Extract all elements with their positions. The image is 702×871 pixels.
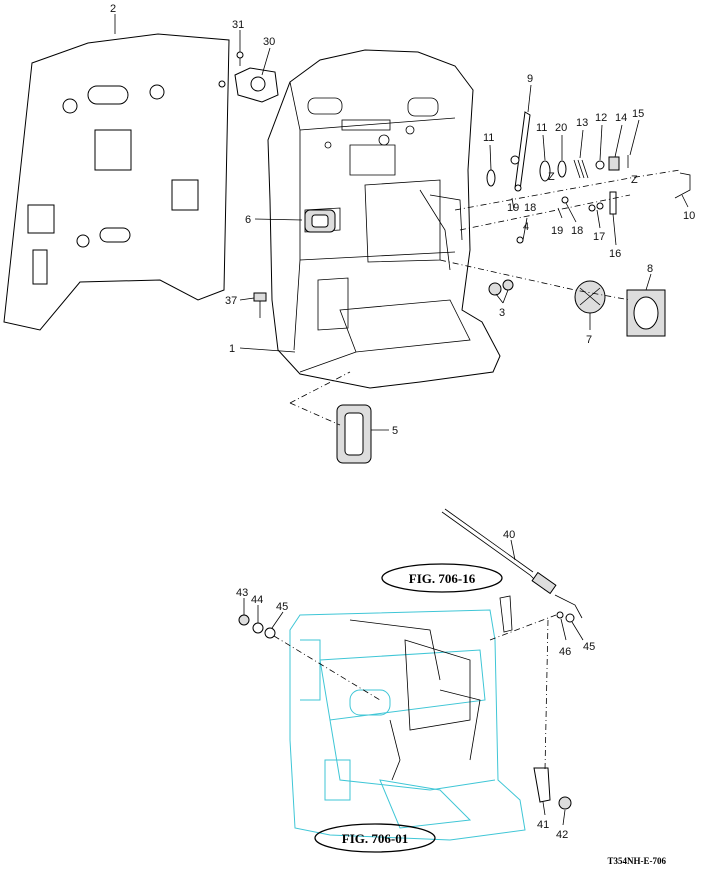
main-frame-1	[267, 49, 501, 389]
callout-11-b: 11	[536, 122, 547, 134]
lever-9	[514, 111, 531, 191]
callout-13: 13	[576, 117, 588, 129]
callout-45-b: 45	[583, 641, 595, 653]
clevis-16	[609, 191, 617, 215]
callout-9: 9	[527, 73, 533, 85]
nut-14	[608, 156, 620, 171]
bolt-42	[558, 796, 572, 810]
washer-44	[252, 622, 264, 634]
cable-40	[441, 508, 583, 619]
callout-20: 20	[555, 122, 567, 134]
callout-31: 31	[232, 19, 244, 31]
figure-code: T354NH-E-706	[608, 856, 667, 866]
pin-17-b	[596, 202, 604, 210]
reference-oval-706-16	[381, 563, 503, 593]
callout-16: 16	[609, 248, 621, 260]
bolt-37	[253, 292, 267, 318]
insulation-panel-2	[3, 33, 230, 331]
callout-11-a: 11	[483, 132, 494, 144]
lever-path	[544, 619, 549, 771]
callout-8: 8	[647, 263, 653, 275]
callout-6: 6	[245, 214, 251, 226]
cotter-19	[511, 197, 515, 211]
reference-frame-outline	[289, 609, 526, 841]
callout-12: 12	[595, 112, 607, 124]
bracket-fig-706-16	[499, 595, 513, 633]
callout-z-a: Z	[548, 171, 555, 183]
callout-45-a: 45	[276, 601, 288, 613]
washer-45-a	[264, 627, 276, 639]
callout-10: 10	[683, 210, 695, 222]
callout-41: 41	[537, 819, 549, 831]
rod-path-z-lower	[459, 194, 631, 231]
callout-42: 42	[556, 829, 568, 841]
bushing-3-a	[488, 282, 502, 296]
callout-3: 3	[499, 307, 505, 319]
bracket-30	[218, 51, 279, 103]
callout-44: 44	[251, 594, 263, 606]
rod-path-z-upper	[454, 169, 681, 211]
leader-lines	[114, 14, 689, 826]
callout-40: 40	[503, 529, 515, 541]
callout-4: 4	[523, 221, 529, 233]
nut-12	[595, 160, 605, 170]
callout-1: 1	[229, 343, 235, 355]
callout-2: 2	[110, 3, 116, 15]
callout-37: 37	[225, 295, 237, 307]
washer-18	[561, 196, 569, 204]
callout-14: 14	[615, 112, 627, 124]
callout-z-b: Z	[631, 174, 638, 186]
washer-18-b	[514, 184, 522, 192]
callout-15: 15	[632, 108, 644, 120]
lever-41	[533, 767, 551, 803]
washer-11-b	[539, 160, 551, 182]
callout-7: 7	[586, 334, 592, 346]
pin-17-a	[588, 204, 596, 212]
reference-oval-706-01	[314, 823, 436, 853]
callout-labels: 1 2 3 4 5 6 7 8 9 10 11 11 12 13 14 15 1…	[110, 3, 695, 841]
washer-46	[556, 611, 564, 619]
grommet-6-hole	[311, 214, 329, 228]
reference-fig-706-16: FIG. 706-16	[409, 571, 476, 586]
bushing-3-b	[502, 279, 514, 291]
spring-13	[573, 159, 589, 179]
callout-17: 17	[593, 231, 605, 243]
nut-43	[238, 614, 250, 626]
callout-19-a: 19	[507, 202, 519, 214]
nut-4	[516, 236, 524, 244]
reference-fig-706-01: FIG. 706-01	[342, 831, 408, 846]
callout-30: 30	[263, 36, 275, 48]
washer-11-a	[486, 169, 496, 187]
washer-20	[557, 160, 567, 178]
callout-18-a: 18	[524, 202, 536, 214]
callout-43: 43	[236, 587, 248, 599]
callout-5: 5	[392, 425, 398, 437]
rod-10	[674, 172, 691, 199]
callout-18-b: 18	[571, 225, 583, 237]
washer-45-b	[565, 613, 575, 623]
callout-19-b: 19	[551, 225, 563, 237]
callout-46: 46	[559, 646, 571, 658]
